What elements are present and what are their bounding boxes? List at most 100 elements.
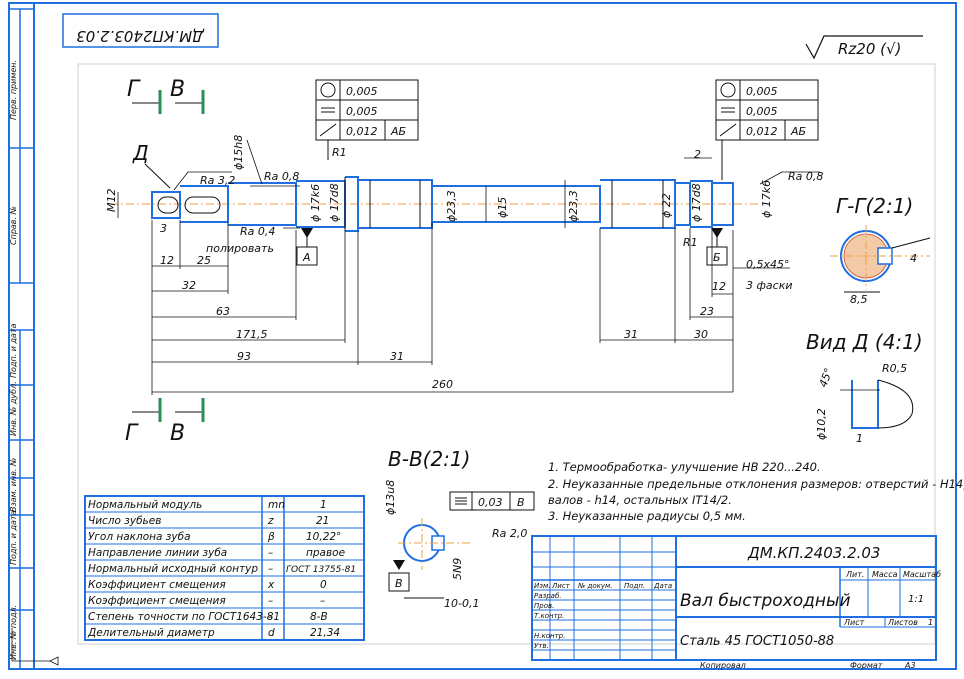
svg-text:0,005: 0,005 <box>746 85 778 98</box>
svg-text:0,005: 0,005 <box>346 85 378 98</box>
param-name: Нормальный исходный контур <box>88 563 258 575</box>
dim-l260: 260 <box>432 378 453 391</box>
tolerance-frame-left: 0,005 0,005 0,012 АБ <box>315 79 419 160</box>
tb-sheet: Лист <box>843 618 865 627</box>
dim-d233a: ϕ23,3 <box>445 190 458 222</box>
section-v-bottom: В <box>170 421 185 446</box>
base-b: Б <box>713 251 721 264</box>
dim-d22: ϕ 22 <box>660 193 673 218</box>
tb-scale-val: 1:1 <box>908 594 924 605</box>
dim-l12: 12 <box>160 254 174 267</box>
dim-l31b: 31 <box>624 328 638 341</box>
dim-ra08a: Ra 0,8 <box>264 170 299 183</box>
param-val: ГОСТ 13755-81 <box>286 565 356 575</box>
section-g-bottom: Г <box>125 421 139 446</box>
side-label-1: Перв. примен. <box>9 60 18 120</box>
svg-text:10-0,1: 10-0,1 <box>444 597 479 610</box>
dim-ra32: Ra 3,2 <box>200 174 235 187</box>
note-3: валов - h14, остальных IT14/2. <box>548 493 732 507</box>
stamp-code-box <box>62 13 219 48</box>
tb-col-2: Лист <box>551 582 571 590</box>
roughness-sign: Rz20 (√) <box>805 35 923 60</box>
notes: 1. Термообработка- улучшение HB 220...24… <box>548 460 964 523</box>
param-val: правое <box>306 547 345 559</box>
svg-text:0,03: 0,03 <box>478 496 503 509</box>
base-a: А <box>302 251 311 264</box>
svg-text:5N9: 5N9 <box>451 558 464 580</box>
dimension-lines <box>117 139 820 395</box>
dim-l93: 93 <box>237 350 251 363</box>
svg-text:R0,5: R0,5 <box>882 362 907 375</box>
section-v-top: В <box>170 77 185 102</box>
dim-d17k6a: ϕ 17k6 <box>309 184 322 222</box>
svg-text:4: 4 <box>910 252 917 265</box>
tb-material: Сталь 45 ГОСТ1050-88 <box>680 634 834 649</box>
params-table <box>84 495 365 641</box>
side-label-2: Справ. № <box>9 206 18 245</box>
dim-l171: 171,5 <box>236 328 268 341</box>
tb-copied: Копировал <box>700 661 746 670</box>
param-sym: z <box>267 515 274 527</box>
svg-text:Г-Г(2:1): Г-Г(2:1) <box>836 194 913 218</box>
side-label-3: Подп. и дата <box>9 323 18 378</box>
svg-text:Ra 2,0: Ra 2,0 <box>492 527 527 540</box>
param-sym: d <box>268 627 275 639</box>
tb-lit: Лит. <box>845 570 864 579</box>
param-sym: – <box>268 547 273 559</box>
svg-text:8,5: 8,5 <box>850 293 868 306</box>
param-val: – <box>320 595 325 607</box>
section-g-top: Г <box>127 77 141 102</box>
param-val: 0 <box>320 579 327 591</box>
tb-format: Формат <box>850 661 883 670</box>
dim-chamfer: 0,5x45° <box>746 258 790 271</box>
param-name: Направление линии зуба <box>88 547 227 559</box>
base-markers <box>296 228 728 266</box>
dim-l30: 30 <box>694 328 708 341</box>
tb-designation: ДМ.КП.2403.2.03 <box>747 544 880 562</box>
param-sym: – <box>268 595 273 607</box>
svg-text:0,012: 0,012 <box>346 125 378 138</box>
param-sym: mn <box>268 499 285 511</box>
svg-text:В: В <box>395 577 403 590</box>
dim-l3: 3 <box>160 222 167 235</box>
dim-l25: 25 <box>197 254 211 267</box>
note-1: 1. Термообработка- улучшение HB 220...24… <box>548 460 821 474</box>
param-name: Коэффициент смещения <box>88 579 226 591</box>
dim-d15h8: ϕ15h8 <box>232 135 245 170</box>
note-2: 2. Неуказанные предельные отклонения раз… <box>548 477 964 491</box>
dim-ra04: Ra 0,4 <box>240 225 275 238</box>
dim-l32: 32 <box>182 279 196 292</box>
dim-r1a: R1 <box>332 146 347 159</box>
tb-scale: Масштаб <box>903 570 941 579</box>
shaft-details <box>157 177 664 231</box>
inner-frame <box>33 2 957 670</box>
param-name: Делительный диаметр <box>87 627 215 639</box>
param-name: Нормальный модуль <box>88 499 202 511</box>
svg-text:АБ: АБ <box>390 125 406 138</box>
svg-text:0,005: 0,005 <box>746 105 778 118</box>
param-val: 21 <box>316 515 329 527</box>
dim-d233b: ϕ23,3 <box>567 190 580 222</box>
tb-row-2: Пров. <box>534 602 554 610</box>
dim-chamfer-n: 3 фаски <box>746 279 792 292</box>
dim-m12: М12 <box>105 189 118 213</box>
dim-d17d8a: ϕ 17d8 <box>328 183 341 222</box>
param-sym: β <box>267 531 275 543</box>
side-label-4: Инв. № дубл. <box>9 381 18 436</box>
dim-l63: 63 <box>216 305 230 318</box>
tb-row-1: Разраб. <box>534 592 562 600</box>
svg-text:ϕ10,2: ϕ10,2 <box>815 408 828 440</box>
dim-d17d8b: ϕ 17d8 <box>690 183 703 222</box>
view-d-mark: Д <box>132 141 149 165</box>
dim-d17k6b: ϕ 17k6 <box>760 180 773 218</box>
svg-text:1: 1 <box>856 432 863 445</box>
param-name: Степень точности по ГОСТ1643-81 <box>88 611 280 623</box>
svg-text:АБ: АБ <box>790 125 806 138</box>
side-label-5: Взам. инв. № <box>9 458 18 512</box>
param-name: Угол наклона зуба <box>88 531 191 543</box>
tb-col-1: Изм. <box>534 582 550 590</box>
tb-sheets-val: 1 <box>928 618 933 627</box>
param-name: Коэффициент смещения <box>88 595 226 607</box>
svg-text:В-В(2:1): В-В(2:1) <box>388 447 470 471</box>
dim-l12b: 12 <box>712 280 726 293</box>
